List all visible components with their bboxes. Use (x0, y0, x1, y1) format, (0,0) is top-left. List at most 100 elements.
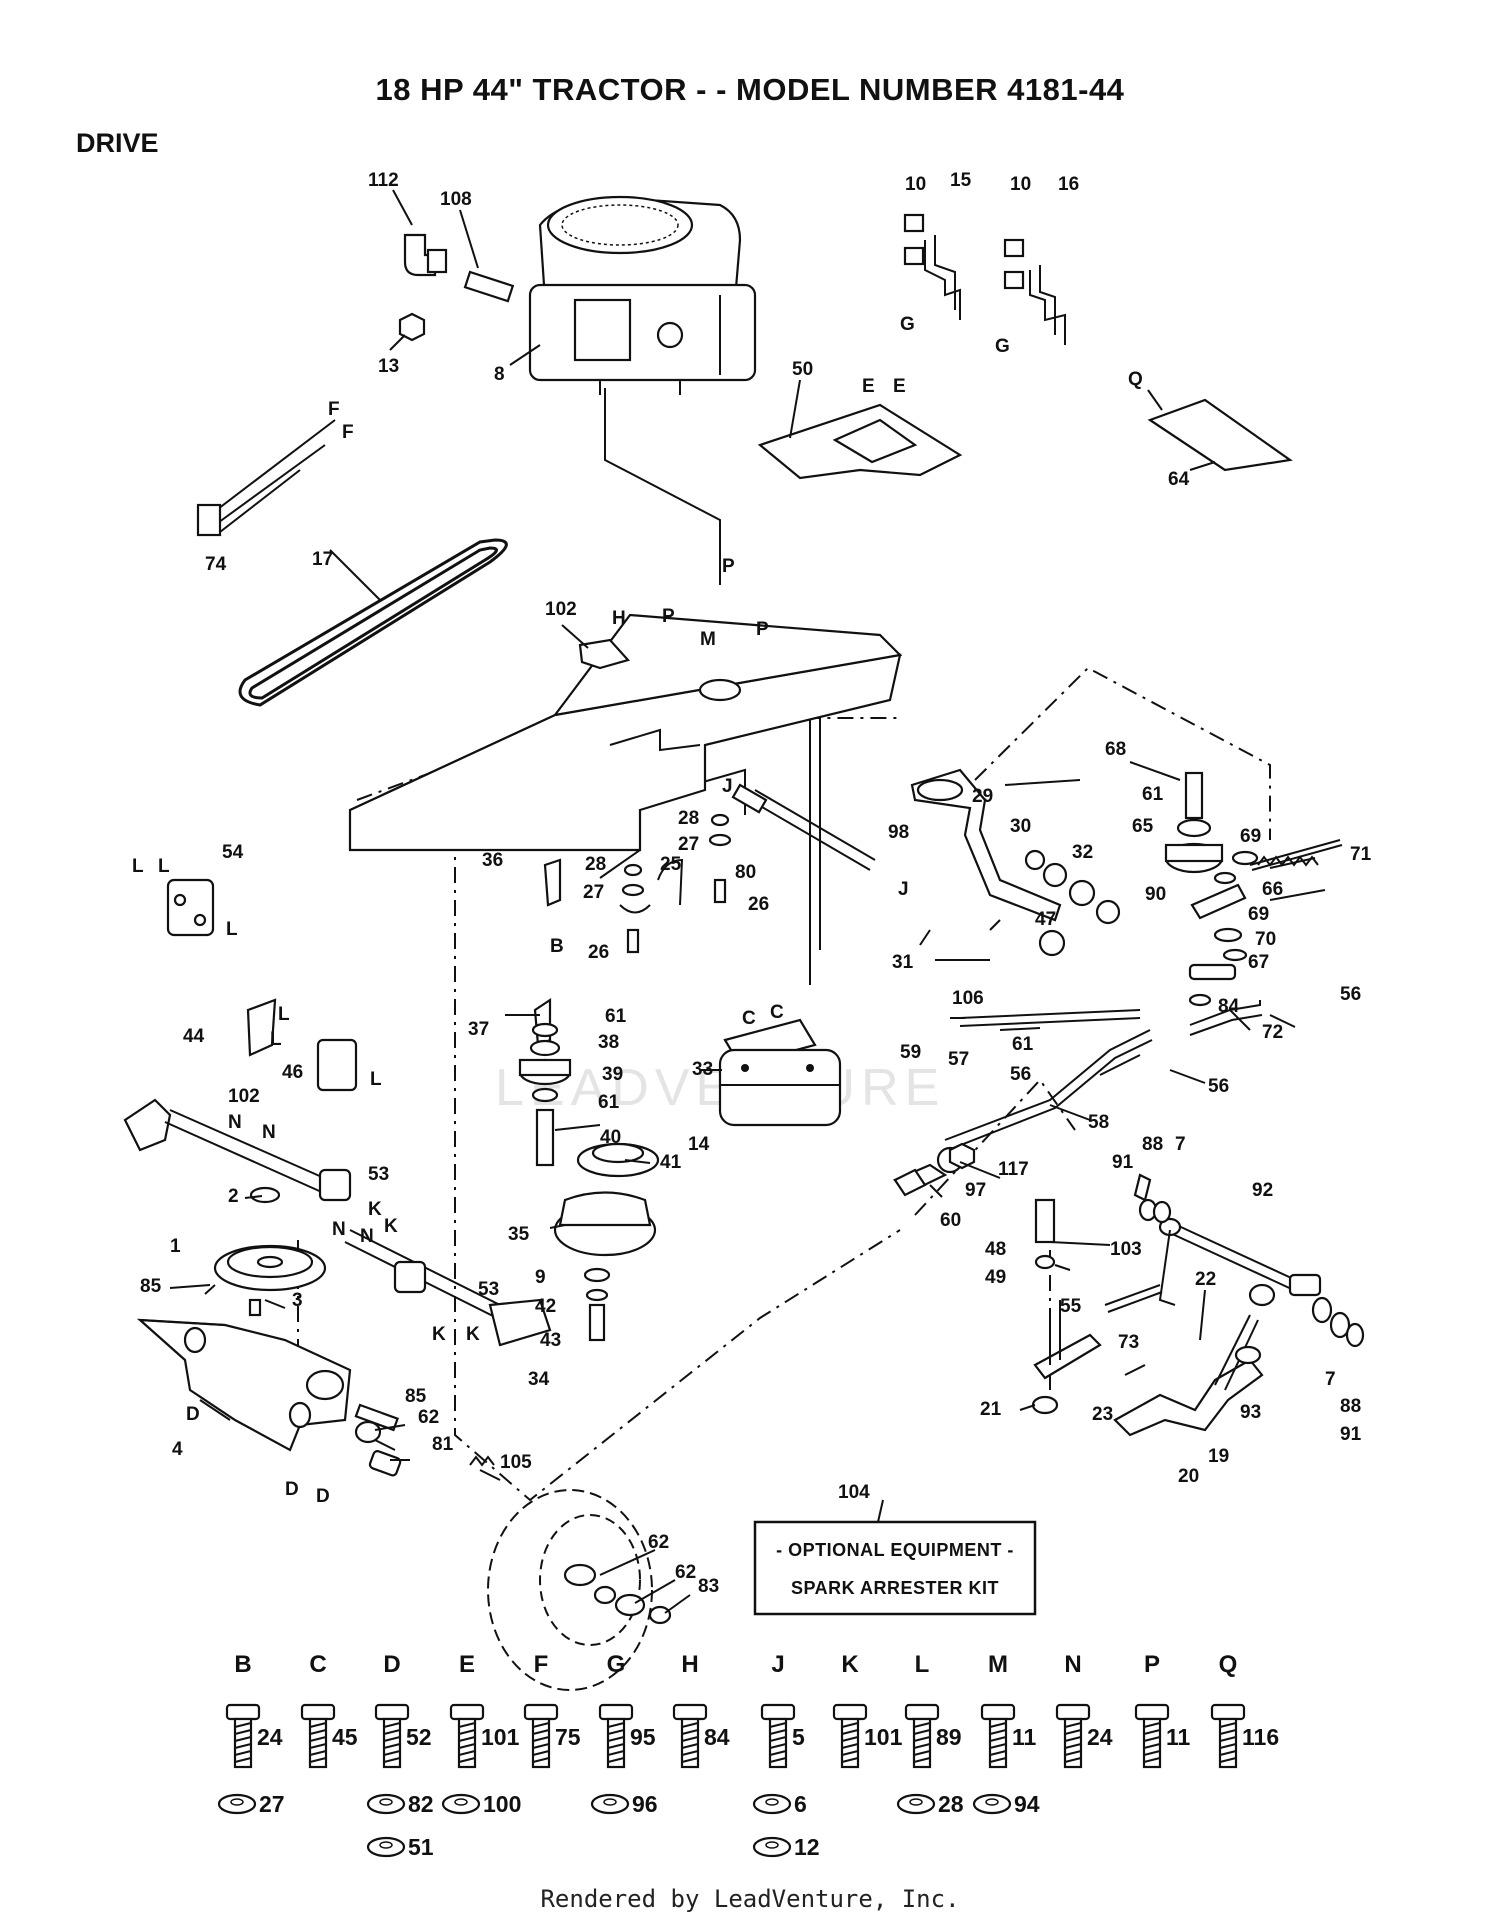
callout: 53 (478, 1279, 499, 1300)
callout: 28 (585, 854, 606, 875)
bolt-icon (672, 1703, 708, 1769)
bracket-tubes (903, 213, 1066, 345)
callout: 15 (950, 170, 972, 191)
callout: N (228, 1112, 242, 1133)
callout: 60 (940, 1210, 961, 1231)
engine (528, 195, 757, 395)
bracket-54 (166, 878, 215, 937)
hardware-part-number: 101 (481, 1724, 520, 1750)
callout: 71 (1350, 844, 1372, 865)
hardware-part-number: 51 (408, 1834, 434, 1860)
callout: 98 (888, 822, 909, 843)
hardware-key-letter: H (681, 1651, 698, 1678)
callout: 14 (688, 1134, 710, 1155)
hardware-part-number: 95 (630, 1724, 656, 1750)
hardware-key-letter: M (988, 1651, 1008, 1678)
washer-icon (217, 1793, 257, 1815)
washer-icon (896, 1793, 936, 1815)
callout: E (862, 376, 875, 397)
muffler-elbow (398, 233, 515, 342)
callout: 8 (494, 364, 505, 385)
hardware-legend: B2427C45D528251E101100F75G9596H84J5612K1… (217, 1651, 1279, 1860)
leader-lines (169, 189, 1326, 1614)
bolt-icon (1210, 1703, 1246, 1769)
callout: 55 (1060, 1296, 1082, 1317)
bolt-icon (1134, 1703, 1170, 1769)
transaxle-pulley (213, 1186, 327, 1292)
hardware-part-number: 84 (704, 1724, 730, 1750)
bolt-icon (449, 1703, 485, 1769)
hardware-item-c: C 45 (300, 1651, 358, 1769)
hardware-part-number: 24 (257, 1724, 283, 1750)
callout: M (700, 629, 716, 650)
callout: 23 (1092, 1404, 1113, 1425)
callout: K (466, 1324, 480, 1345)
callout: 92 (1252, 1180, 1273, 1201)
belt-17 (238, 538, 508, 707)
callout: 7 (1325, 1369, 1336, 1390)
callout: N (360, 1226, 374, 1247)
callout: L (370, 1069, 382, 1090)
pulley-stack (518, 1022, 660, 1342)
callout: 90 (1145, 884, 1166, 905)
callout: 49 (985, 1267, 1006, 1288)
callout: H (612, 608, 626, 629)
callout: 102 (228, 1086, 260, 1107)
callout: 91 (1340, 1424, 1362, 1445)
callout: 81 (432, 1434, 454, 1455)
hardware-part-number: 45 (332, 1724, 358, 1750)
callout: 2 (228, 1186, 239, 1207)
rod-98 (731, 783, 876, 871)
hardware-part-number: 11 (1166, 1724, 1191, 1750)
bolt-icon (523, 1703, 559, 1769)
callout: 44 (183, 1026, 205, 1047)
callout: 73 (1118, 1332, 1139, 1353)
hardware-part-number: 12 (794, 1834, 820, 1860)
callout: 19 (1208, 1446, 1229, 1467)
callout: 27 (583, 882, 604, 903)
callout: 84 (1218, 996, 1240, 1017)
callout: 29 (972, 786, 993, 807)
callout: 33 (692, 1059, 713, 1080)
washers-30-47 (919, 849, 1121, 957)
callout: 64 (1168, 469, 1190, 490)
washer-icon (752, 1836, 792, 1858)
hardware-key-letter: C (309, 1651, 326, 1678)
callout: 85 (405, 1386, 427, 1407)
hardware-item-f: F 75 (523, 1651, 581, 1769)
decal-44 (246, 998, 277, 1057)
callout-labels: 112 108 13 8 10 15 10 16 G G 50 E E Q 64… (132, 170, 1372, 1597)
hardware-part-number: 6 (794, 1791, 807, 1817)
hardware-part-number: 75 (555, 1724, 581, 1750)
hardware-part-number: 96 (632, 1791, 658, 1817)
callout: 83 (698, 1576, 719, 1597)
hardware-part-number: 89 (936, 1724, 962, 1750)
callout: 88 (1340, 1396, 1361, 1417)
bracket-46 (316, 1038, 358, 1092)
bolt-icon (760, 1703, 796, 1769)
washer-icon (366, 1793, 406, 1815)
callout: E (893, 376, 906, 397)
callout: 88 (1142, 1134, 1163, 1155)
wheel (487, 1489, 672, 1691)
hardware-key-letter: B (234, 1651, 251, 1678)
washer-icon (972, 1793, 1012, 1815)
lever-29 (910, 768, 1062, 922)
hardware-key-letter: F (534, 1651, 549, 1678)
callout: 17 (312, 549, 333, 570)
footer-credit: Rendered by LeadVenture, Inc. (540, 1885, 960, 1913)
bolt-icon (904, 1703, 940, 1769)
hardware-item-e: E 101 100 (441, 1651, 521, 1817)
callout: 106 (952, 988, 984, 1009)
callout: 62 (675, 1562, 696, 1583)
callout: L (158, 856, 170, 877)
callout: 93 (1240, 1402, 1261, 1423)
hardware-key-letter: E (459, 1651, 475, 1678)
hardware-part-number: 100 (483, 1791, 521, 1817)
hardware-part-number: 94 (1014, 1791, 1040, 1817)
callout: J (898, 879, 909, 900)
hardware-part-number: 101 (864, 1724, 903, 1750)
